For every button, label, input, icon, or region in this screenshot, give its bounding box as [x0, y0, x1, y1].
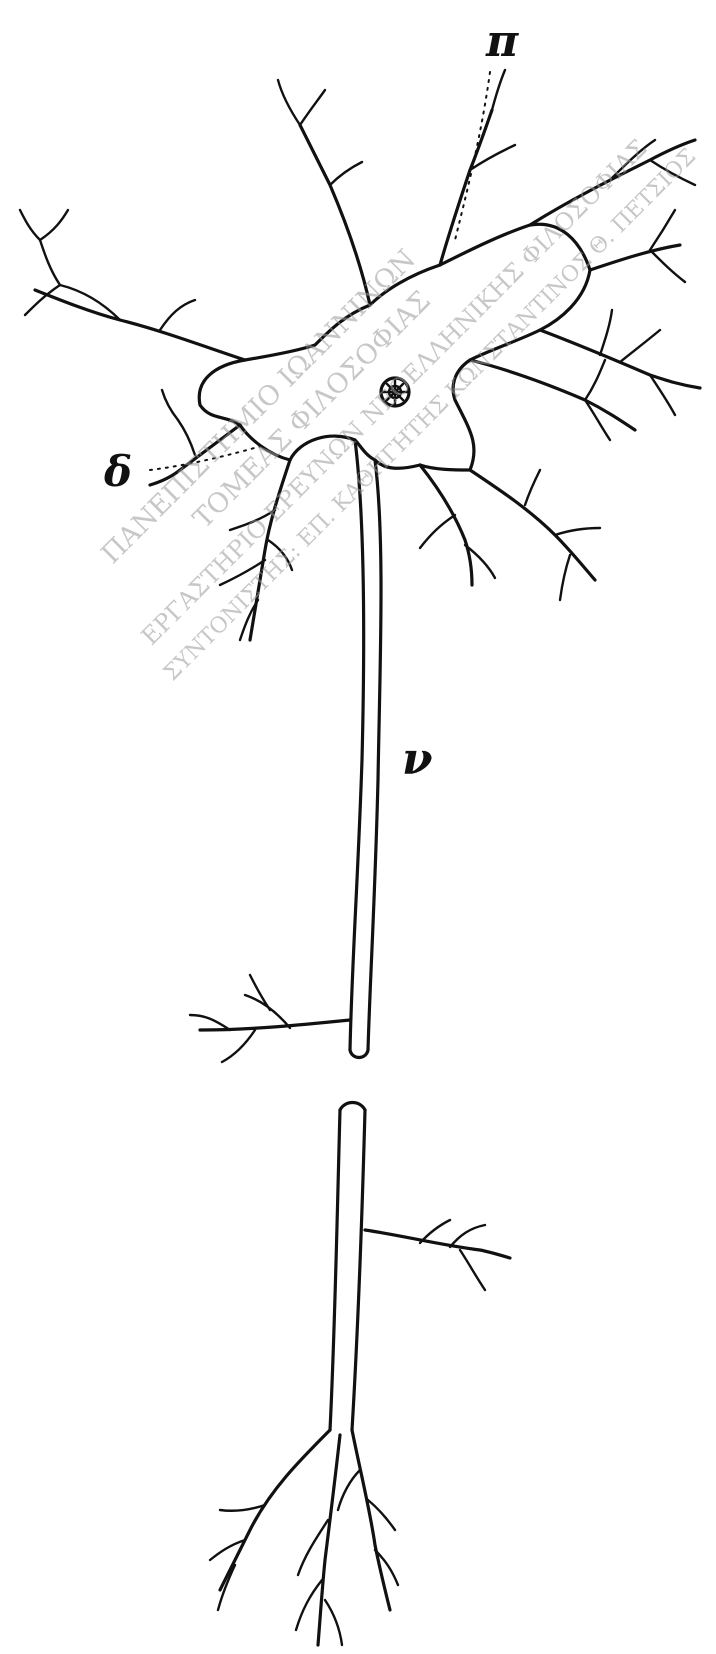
axon-upper — [350, 440, 381, 1058]
watermark: ΠΑΝΕΠΙΣΤΗΜΙΟ ΙΩΑΝΝΙΝΩΝ ΤΟΜΕΑΣ ΦΙΛΟΣΟΦΙΑΣ… — [67, 52, 701, 686]
watermark-line-2: ΤΟΜΕΑΣ ΦΙΛΟΣΟΦΙΑΣ — [187, 285, 436, 534]
label-nu: ν — [402, 734, 433, 785]
terminal-arborization — [210, 1430, 398, 1645]
label-pi: π — [485, 16, 519, 67]
watermark-line-3: ΕΡΓΑΣΤΗΡΙΟ ΕΡΕΥΝΩΝ ΝΕΟΕΛΛΗΝΙΚΗΣ ΦΙΛΟΣΟΦΙ… — [136, 134, 653, 651]
axon-lower — [330, 1103, 365, 1431]
label-delta: δ — [103, 447, 132, 496]
pi-pointer — [455, 72, 490, 240]
axon-collateral-left — [190, 975, 350, 1062]
axon-collateral-right — [365, 1220, 510, 1290]
